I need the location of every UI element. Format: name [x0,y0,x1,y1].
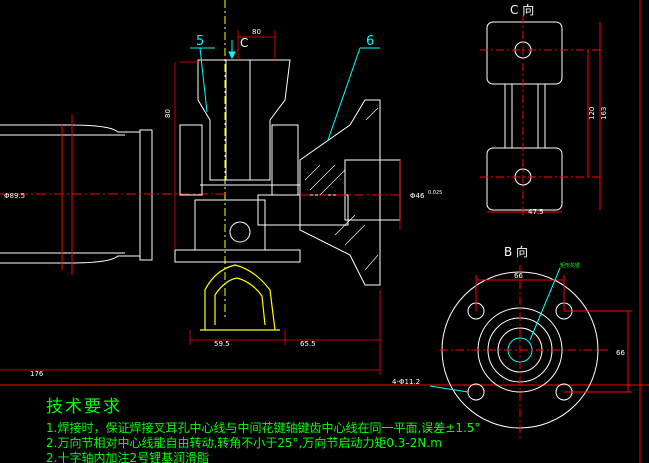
technical-requirements: 技术要求 1.焊接时，保证焊接叉耳孔中心线与中间花键轴键齿中心线在同一平面,误差… [46,392,480,463]
dim-65-5: 65.5 [300,340,316,348]
dim-dia-right: Φ46 [410,192,425,200]
dim-176: 176 [30,370,44,378]
dim-left-80: 80 [164,109,172,118]
note-line-3: 2.十字轴内加注2号锂基润滑脂 [46,451,210,463]
dim-b-right: 66 [616,349,625,357]
callout-5-label: 5 [196,34,204,49]
section-marker [228,40,236,60]
dim-59-5: 59.5 [214,340,230,348]
dim-c-h1: 120 [588,107,596,120]
b-view-label: B 向 [504,244,528,259]
callout-6-leader [327,47,361,141]
note-line-1: 1.焊接时，保证焊接叉耳孔中心线与中间花键轴键齿中心线在同一平面,误差±1.5° [46,421,481,435]
section-mark-label: C [240,36,248,50]
dim-dia-right-tol: 0.025 [428,190,442,196]
flange-section [257,99,401,286]
dimension-lines [0,30,401,375]
notes-title: 技术要求 [46,397,122,417]
dim-b-top: 66 [514,272,523,280]
callout-5-leader [199,47,208,113]
shaft-tube [0,115,225,275]
note-line-2: 2.万向节相对中心线能自由转动,转角不小于25°,万向节启动力矩0.3-2N.m [46,436,442,450]
rubber-boot [200,264,280,331]
c-view [480,15,601,215]
dim-dia-left: Φ89.5 [4,192,25,200]
dim-b-holes: 4-Φ11.2 [392,378,420,386]
dim-c-h2: 163 [600,107,608,120]
c-view-label: C 向 [510,2,534,17]
flange-hatch [304,107,379,271]
dim-top-80: 80 [252,28,261,36]
dim-c-width: 47.5 [528,208,544,216]
callout-leaders [190,47,380,141]
dim-b-spline: 矩形花键 [560,262,580,269]
b-view [429,265,632,440]
callout-6-label: 6 [366,34,374,49]
yoke-section [174,59,301,263]
